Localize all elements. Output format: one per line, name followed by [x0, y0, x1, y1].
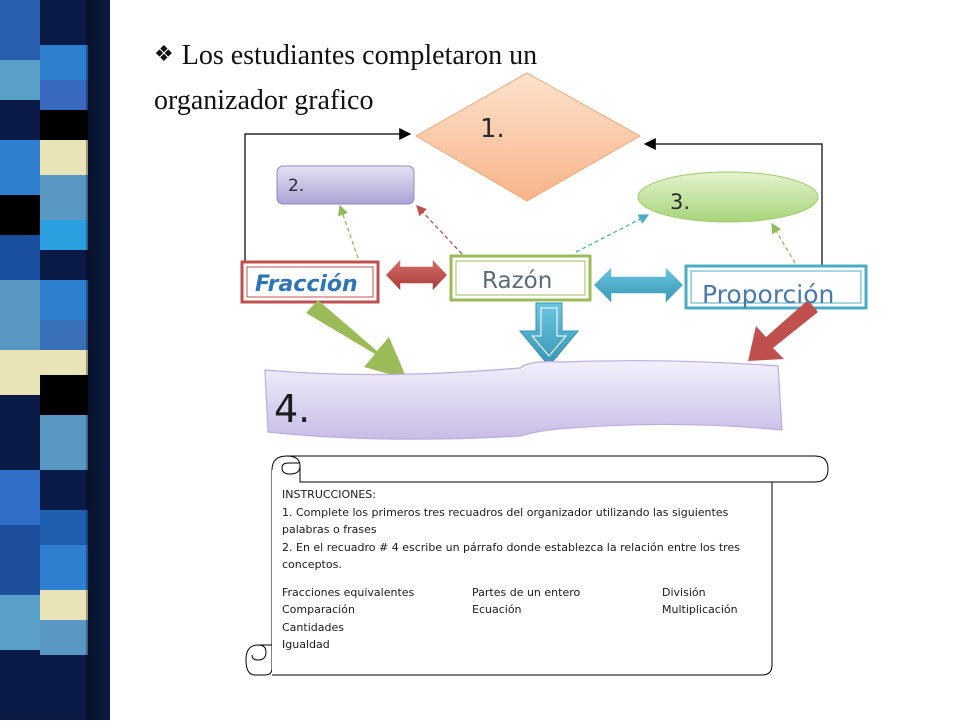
dashed-arrow-razon-to-3: [575, 214, 650, 253]
box-2: [276, 165, 415, 205]
word-item: División: [662, 585, 706, 599]
double-arrow-razon-proporcion: [591, 264, 686, 306]
connector-proporcion-to-1: [643, 138, 823, 266]
proporcion-box: [684, 264, 868, 310]
box-1-diamond: [414, 72, 642, 202]
slide-heading: ❖Los estudiantes completaron un organiza…: [154, 34, 614, 123]
arrow-proporcion-to-4: [748, 300, 818, 361]
box-3-ellipse: [637, 171, 819, 223]
word-column-1: Fracciones equivalentes Comparación Cant…: [282, 584, 472, 654]
proporcion-label: Proporción: [702, 280, 835, 309]
stripe-pattern: [0, 0, 110, 720]
decorative-stripe-bar: [0, 0, 110, 720]
diamond-bullet-icon: ❖: [154, 41, 174, 66]
instructions-title: INSTRUCCIONES:: [282, 488, 376, 501]
heading-text: Los estudiantes completaron un organizad…: [154, 40, 538, 116]
razon-label: Razón: [482, 268, 553, 294]
word-item: Comparación: [282, 603, 355, 616]
dashed-arrow-proporcion-to-3: [771, 222, 796, 264]
instructions-scroll: [245, 455, 829, 676]
stripe-shadow: [86, 0, 110, 720]
fraccion-label: Fracción: [255, 272, 358, 297]
box-3-label: 3.: [670, 190, 691, 214]
razon-box: [449, 254, 592, 302]
double-arrow-fraccion-razon: [383, 256, 450, 294]
box-1-label: 1.: [480, 114, 505, 144]
word-item: Multiplicación: [662, 603, 738, 616]
instructions-step-1: 1. Complete los primeros tres recuadros …: [282, 505, 729, 537]
connector-fraccion-to-1: [244, 128, 412, 262]
dashed-arrow-razon-to-2: [416, 205, 463, 255]
box-2-label: 2.: [288, 176, 305, 196]
word-column-3: División Multiplicación: [662, 584, 762, 654]
arrow-fraccion-to-4: [306, 300, 407, 379]
word-column-2: Partes de un entero Ecuación: [472, 584, 662, 654]
fraccion-box: [240, 260, 380, 304]
box-4-banner: [264, 360, 783, 440]
instructions-text: INSTRUCCIONES: 1. Complete los primeros …: [282, 486, 762, 654]
instructions-step-2: 2. En el recuadro # 4 escribe un párrafo…: [282, 540, 740, 572]
arrow-razon-to-4: [518, 302, 580, 367]
word-item: Igualdad: [282, 638, 330, 651]
word-item: Partes de un entero: [472, 585, 581, 599]
word-item: Cantidades: [282, 620, 344, 634]
word-item: Fracciones equivalentes: [282, 585, 415, 599]
box-4-label: 4.: [274, 387, 311, 431]
word-bank: Fracciones equivalentes Comparación Cant…: [282, 584, 762, 654]
word-item: Ecuación: [472, 603, 522, 616]
dashed-arrow-fraccion-to-2: [338, 204, 359, 259]
